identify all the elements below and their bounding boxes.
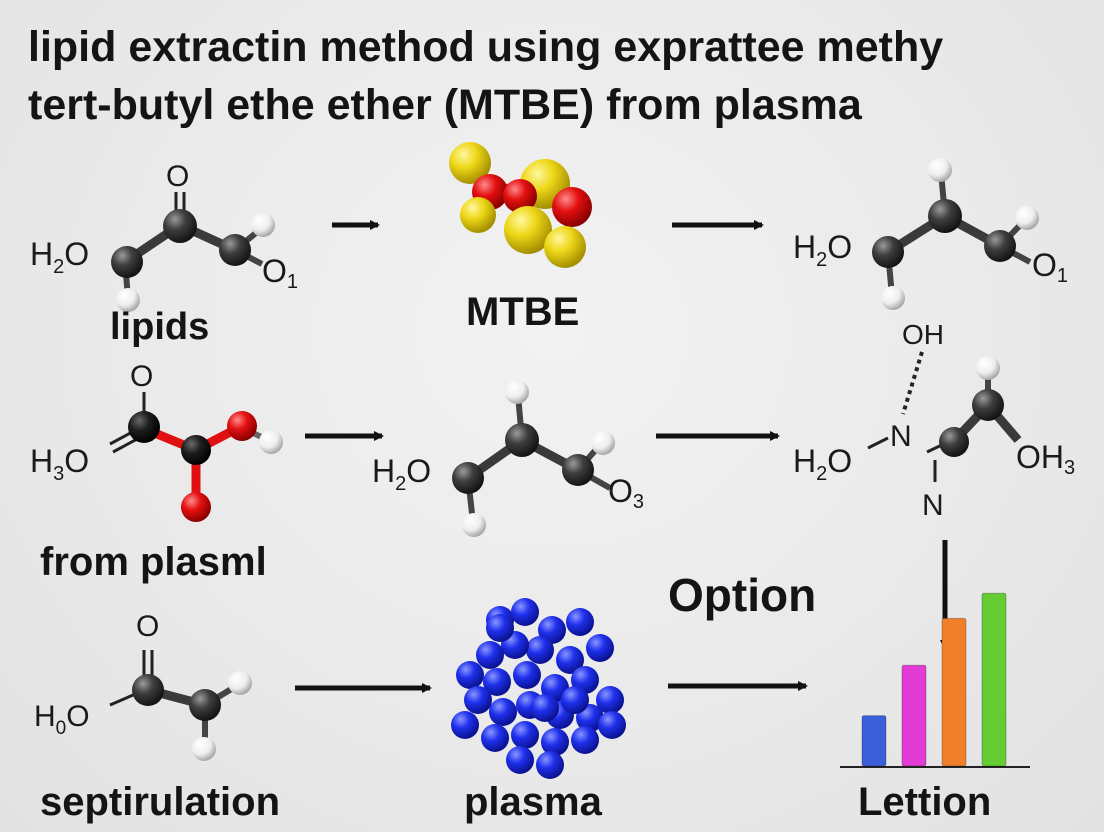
chart-bar-4 xyxy=(981,592,1007,767)
middle-molecule xyxy=(452,380,615,537)
plasma-sphere xyxy=(506,746,534,774)
acid-molecule xyxy=(109,392,283,522)
plasma-sphere xyxy=(483,668,511,696)
plasma-sphere xyxy=(556,646,584,674)
title-line-1: lipid extractin method using exprattee m… xyxy=(28,23,944,71)
plasma-sphere xyxy=(451,711,479,739)
label-mtbe: MTBE xyxy=(466,290,580,334)
plasma-cluster xyxy=(451,598,626,779)
plasma-sphere xyxy=(464,686,492,714)
chart-bar-1 xyxy=(861,715,887,767)
atom-h3o-r2l: H3O xyxy=(30,443,89,485)
atom-h2o-r1l: H2O xyxy=(30,236,89,278)
page-title: lipid extractin method using exprattee m… xyxy=(28,18,943,134)
plasma-sphere xyxy=(486,614,514,642)
plasma-sphere xyxy=(561,686,589,714)
plasma-sphere xyxy=(586,634,614,662)
amide-molecule xyxy=(867,351,1022,482)
label-plasma: plasma xyxy=(464,780,602,824)
atom-o-top-r1l: O xyxy=(166,160,189,193)
label-lipids: lipids xyxy=(110,306,210,348)
atom-oh-r2r: OH xyxy=(902,319,944,350)
plasma-sphere xyxy=(456,661,484,689)
plasma-sphere xyxy=(536,751,564,779)
atom-o1-r1l: O1 xyxy=(262,253,298,293)
label-septirulation: septirulation xyxy=(40,780,281,824)
plasma-sphere xyxy=(526,636,554,664)
plasma-sphere xyxy=(571,726,599,754)
atom-o-top-r3l: O xyxy=(136,610,159,643)
plasma-sphere xyxy=(531,694,559,722)
atom-n1-r2r: N xyxy=(890,420,912,453)
lipid-molecule xyxy=(111,192,275,312)
atom-h2o-r2m: H2O xyxy=(372,453,431,495)
atom-o-top-r2l: O xyxy=(130,360,153,393)
label-lettion: Lettion xyxy=(858,780,992,824)
result-bar-chart xyxy=(840,592,1030,768)
chart-bar-2 xyxy=(901,664,927,767)
mtbe-molecule xyxy=(449,142,592,268)
label-from-plasml: from plasml xyxy=(40,540,267,584)
plasma-sphere xyxy=(481,724,509,752)
chart-bar-3 xyxy=(941,617,967,767)
atom-h2o-r1r: H2O xyxy=(793,229,852,271)
label-option: Option xyxy=(668,569,817,621)
atom-n2-r2r: N xyxy=(922,489,944,522)
product-molecule-top xyxy=(872,158,1039,310)
plasma-sphere xyxy=(476,641,504,669)
atom-o3-r2m: O3 xyxy=(608,473,644,513)
plasma-sphere xyxy=(489,698,517,726)
plasma-sphere xyxy=(541,728,569,756)
plasma-sphere xyxy=(511,598,539,626)
plasma-sphere xyxy=(566,608,594,636)
atom-o1-r1r: O1 xyxy=(1032,247,1068,287)
atom-h2o-r2r: H2O xyxy=(793,443,852,485)
plasma-sphere xyxy=(513,661,541,689)
atom-h0o-r3l: H0O xyxy=(34,700,90,739)
plasma-sphere xyxy=(598,711,626,739)
title-line-2: tert-butyl ethe ether (MTBE) from plasma xyxy=(28,81,862,129)
plasma-sphere xyxy=(596,686,624,714)
atom-oh3-r2r: OH3 xyxy=(1016,439,1075,479)
aldehyde-molecule xyxy=(109,650,252,761)
plasma-sphere xyxy=(511,721,539,749)
